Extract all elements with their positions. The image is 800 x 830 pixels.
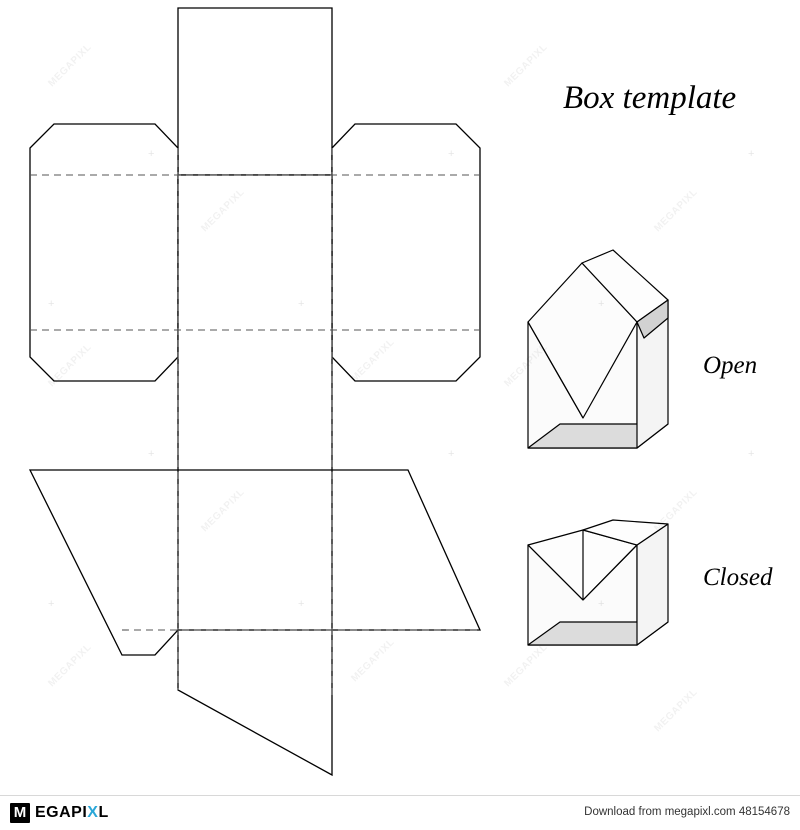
left-side-panel	[29, 123, 179, 382]
open-label: Open	[703, 352, 757, 379]
artboard: Box template Open Closed MEGAPIXL MEGAPI…	[28, 7, 773, 777]
footer-bar: M EGAPIXL Download from megapixl.com 481…	[0, 795, 800, 830]
fold-lines	[30, 148, 480, 700]
right-side-panel	[331, 123, 481, 382]
bottom-left-angled-panel	[28, 469, 179, 656]
center-main-panel	[177, 174, 333, 471]
download-info: Download from megapixl.com 48154678	[584, 806, 790, 818]
open-box-preview	[527, 249, 669, 449]
top-flap-panel	[177, 7, 333, 176]
page-title: Box template	[563, 80, 736, 116]
brand-name: EGAPIXL	[35, 804, 109, 822]
bottom-right-angled-panel	[331, 469, 482, 631]
box-template-illustration: Box template Open Closed	[28, 7, 773, 777]
bottom-center-closure-panel	[177, 629, 333, 777]
brand-name-suffix: L	[98, 804, 109, 821]
brand-name-accent: X	[87, 804, 99, 821]
closed-label: Closed	[703, 564, 773, 591]
brand-mark-icon: M	[10, 803, 30, 823]
megapixl-logo[interactable]: M EGAPIXL	[10, 803, 109, 823]
brand-name-prefix: EGAPI	[35, 804, 88, 821]
closed-box-preview	[527, 519, 669, 646]
